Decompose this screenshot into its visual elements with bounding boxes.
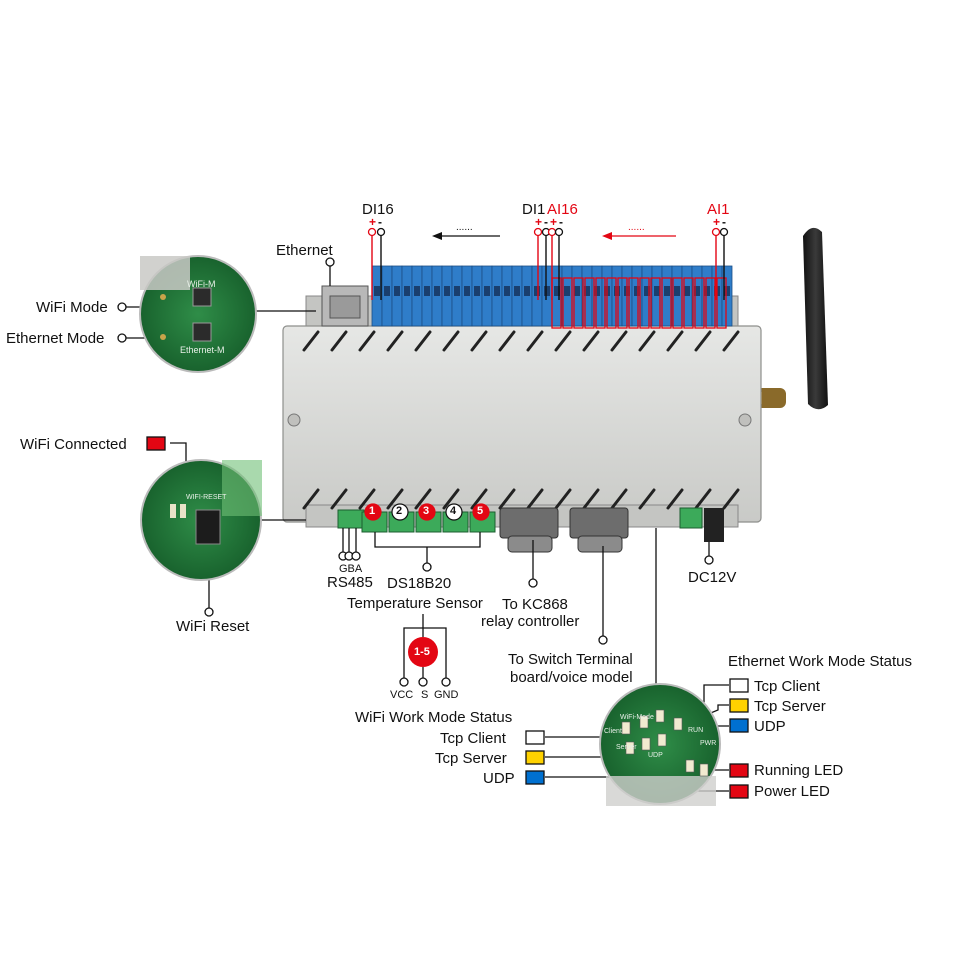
silk-pwr: PWR (700, 740, 717, 747)
sensor-port-5: 5 (477, 505, 484, 517)
ai16-label: AI16 (547, 201, 578, 218)
sensor-port-4: 4 (450, 505, 457, 517)
eth-tcp-server-label: Tcp Server (754, 698, 826, 715)
ds18b20-label: DS18B20 (387, 575, 452, 592)
silk-wifi-m: WiFi-M (187, 279, 216, 289)
rs485-pins-label: GBA (339, 563, 363, 575)
to-kc868-label-2: relay controller (481, 613, 580, 630)
sensor-range-badge (408, 637, 438, 667)
power-led-label: Power LED (754, 783, 830, 800)
vcc-label: VCC (390, 689, 414, 701)
direction-arrows: ...... ...... (432, 222, 676, 240)
ethernet-mode-label: Ethernet Mode (6, 330, 105, 347)
zoom-status-leds (599, 683, 721, 806)
silk-wifi-reset: WIFI-RESET (186, 494, 227, 501)
io-pin-markers (367, 227, 729, 300)
zoom-mode-buttons (139, 255, 257, 373)
ai16-plus: + (550, 215, 558, 229)
silk-wifi-mode: WiFi-Mode (620, 714, 654, 721)
ai1-label: AI1 (707, 201, 730, 218)
status-swatches (146, 436, 749, 799)
sensor-port-badges (364, 503, 490, 521)
controller-housing (282, 295, 762, 528)
ethernet-work-mode-title: Ethernet Work Mode Status (728, 653, 912, 670)
wifi-tcp-server-label: Tcp Server (435, 750, 507, 767)
sensor-range-text: 1-5 (414, 646, 430, 658)
di1-minus: - (544, 215, 548, 229)
di1-plus: + (535, 215, 543, 229)
gnd-label: GND (434, 689, 459, 701)
to-switch-label-1: To Switch Terminal (508, 651, 633, 668)
wifi-work-mode-title: WiFi Work Mode Status (355, 709, 513, 726)
temperature-sensor-label: Temperature Sensor (347, 595, 483, 612)
silk-run: RUN (688, 727, 704, 734)
wifi-tcp-client-label: Tcp Client (440, 730, 506, 747)
s-label: S (421, 689, 429, 701)
svg-text:......: ...... (628, 222, 645, 233)
eth-tcp-client-label: Tcp Client (754, 678, 820, 695)
ethernet-label: Ethernet (276, 242, 333, 259)
di16-label: DI16 (362, 201, 394, 218)
silk-client: Client (604, 728, 622, 735)
sensor-port-2: 2 (396, 505, 403, 517)
leader-lines (117, 257, 729, 792)
sensor-port-1: 1 (369, 505, 376, 517)
di1-label: DI1 (522, 201, 546, 218)
to-switch-label-2: board/voice model (510, 669, 633, 686)
silk-server: Server (616, 744, 637, 751)
rs485-label: RS485 (327, 574, 373, 591)
ethernet-jack (321, 285, 369, 327)
silk-udp: UDP (648, 752, 663, 759)
silk-ethernet-m: Ethernet-M (180, 345, 225, 355)
to-kc868-label-1: To KC868 (502, 596, 568, 613)
di16-plus: + (369, 215, 377, 229)
wifi-udp-label: UDP (483, 770, 515, 787)
dc12v-label: DC12V (688, 569, 737, 586)
eth-udp-label: UDP (754, 718, 786, 735)
zoom-wifi-reset (140, 459, 262, 581)
sensor-port-3: 3 (423, 505, 430, 517)
wifi-reset-label: WiFi Reset (176, 618, 250, 635)
ai-terminal-highlight (551, 277, 727, 329)
ai1-plus: + (713, 215, 721, 229)
di16-minus: - (378, 215, 382, 229)
ai16-minus: - (559, 215, 563, 229)
wifi-connected-label: WiFi Connected (20, 436, 127, 453)
svg-text:......: ...... (456, 222, 473, 233)
wifi-mode-label: WiFi Mode (36, 299, 108, 316)
running-led-label: Running LED (754, 762, 844, 779)
ai1-minus: - (722, 215, 726, 229)
